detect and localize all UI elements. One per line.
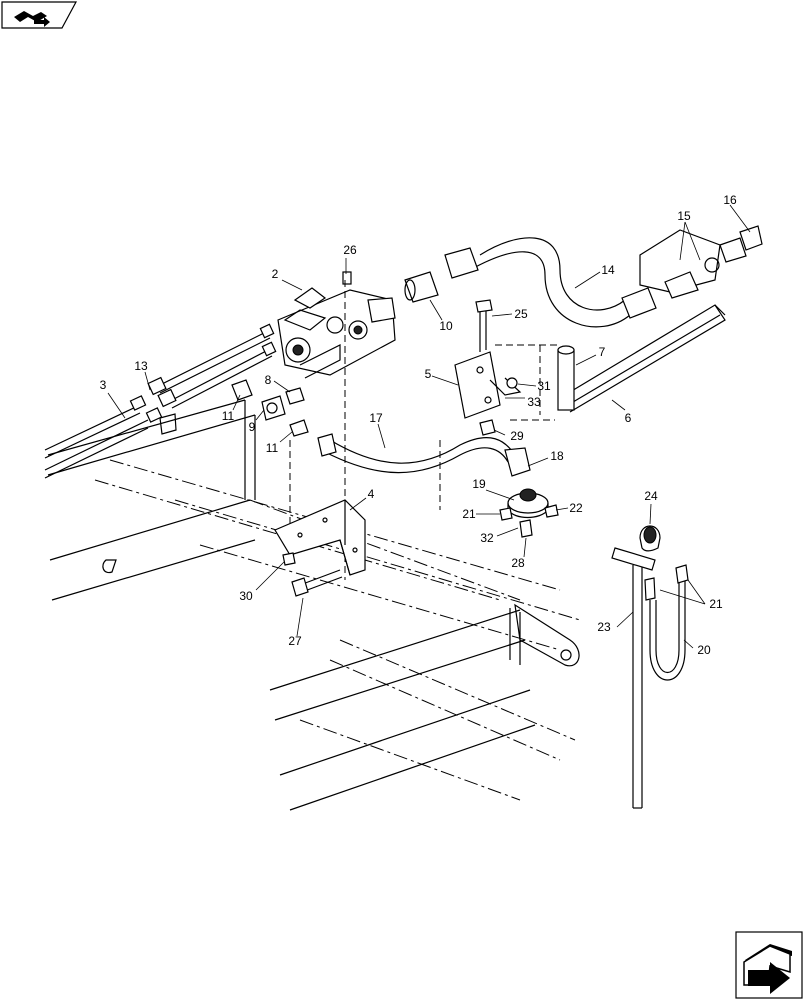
hose-14 [404, 237, 657, 328]
callout-8: 8 [265, 373, 272, 387]
callout-25: 25 [514, 307, 528, 321]
callout-5: 5 [425, 367, 432, 381]
callout-3: 3 [100, 378, 107, 392]
next-page-arrow-icon [743, 944, 792, 994]
callout-labels: 26 2 13 3 8 11 9 11 10 25 14 15 16 5 7 3… [100, 193, 737, 657]
back-navigation-button[interactable] [1, 1, 78, 29]
callout-16: 16 [723, 193, 737, 207]
callout-32: 32 [480, 531, 494, 545]
callout-11-upper: 11 [222, 409, 235, 423]
callout-19: 19 [472, 477, 486, 491]
callout-29: 29 [510, 429, 524, 443]
callout-27: 27 [288, 634, 302, 648]
callout-31: 31 [537, 379, 551, 393]
callout-4: 4 [368, 487, 375, 501]
callout-leaders [107, 204, 751, 649]
control-valve [277, 271, 396, 379]
callout-10: 10 [439, 319, 453, 333]
callout-30: 30 [239, 589, 253, 603]
callout-9: 9 [249, 420, 256, 434]
callout-24: 24 [644, 489, 658, 503]
frame-assembly [47, 399, 581, 811]
callout-2: 2 [272, 267, 279, 281]
arm-6 [557, 304, 726, 413]
book-arrow-icon [14, 11, 50, 27]
bracket-rod-assembly [611, 525, 689, 809]
next-page-button[interactable] [735, 931, 803, 999]
callout-15: 15 [677, 209, 691, 223]
fittings-group [231, 379, 309, 437]
callout-26: 26 [343, 243, 357, 257]
callout-21-right: 21 [709, 597, 723, 611]
callout-28: 28 [511, 556, 525, 570]
hose-17 [317, 433, 531, 477]
bracket-15 [639, 225, 763, 299]
callout-13: 13 [134, 359, 148, 373]
callout-22: 22 [569, 501, 583, 515]
callout-17: 17 [369, 411, 383, 425]
plate-5 [454, 299, 522, 436]
callout-21-left: 21 [462, 507, 476, 521]
callout-7: 7 [599, 345, 606, 359]
callout-23: 23 [597, 620, 611, 634]
hose-pair-left [44, 323, 277, 479]
gauge-assembly-19 [499, 488, 559, 538]
callout-6: 6 [625, 411, 632, 425]
callout-20: 20 [697, 643, 711, 657]
callout-11-lower: 11 [266, 441, 279, 455]
callout-14: 14 [601, 263, 615, 277]
callout-18: 18 [550, 449, 564, 463]
bracket-4 [274, 499, 366, 597]
callout-33: 33 [527, 395, 541, 409]
leader-lines [289, 280, 560, 580]
